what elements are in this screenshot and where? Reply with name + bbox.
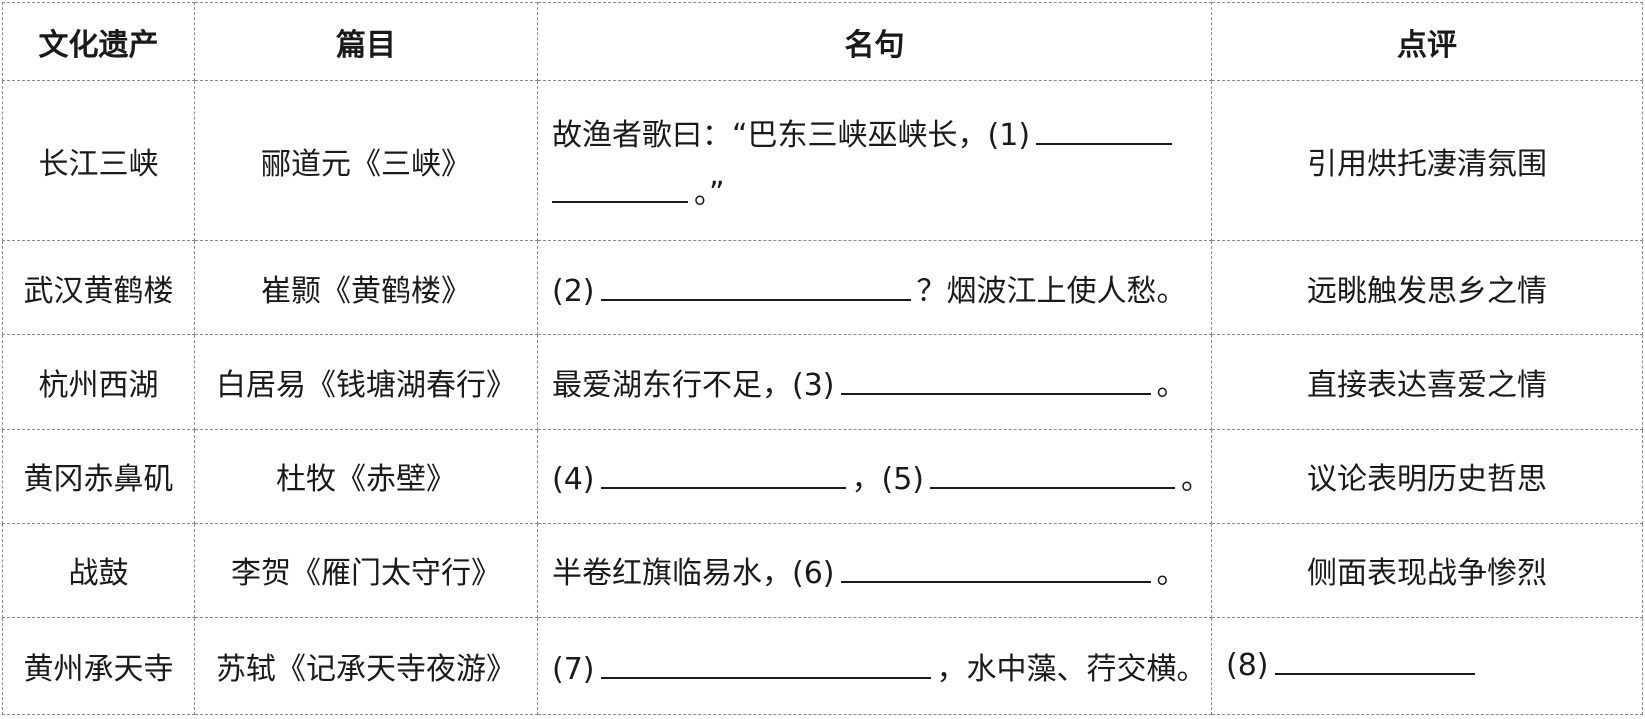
quote-text: 。 <box>1156 556 1187 592</box>
quote-text: (2) <box>552 273 595 309</box>
work-cell: 白居易《钱塘湖春行》 <box>194 334 538 430</box>
answer-blank[interactable] <box>600 298 911 301</box>
quote-cell: (2) ？烟波江上使人愁。 <box>537 240 1212 336</box>
header-heritage: 文化遗产 <box>2 1 195 82</box>
answer-blank[interactable] <box>930 486 1175 490</box>
quote-text: 。 <box>1181 462 1211 498</box>
table-row: 武汉黄鹤楼 崔颢《黄鹤楼》 (2) ？烟波江上使人愁。 远眺触发思乡之情 <box>2 240 1643 336</box>
answer-blank[interactable] <box>840 580 1151 584</box>
answer-blank[interactable] <box>600 486 846 490</box>
answer-blank[interactable] <box>840 392 1151 395</box>
comment-cell: 引用烘托凄清氛围 <box>1211 80 1643 242</box>
quote-text: 半卷红旗临易水，(6) <box>552 556 835 592</box>
table-row: 长江三峡 郦道元《三峡》 故渔者歌曰：“巴东三峡巫峡长，(1) 。” 引用烘托凄… <box>2 80 1643 242</box>
heritage-cell: 长江三峡 <box>2 80 195 242</box>
header-quote: 名句 <box>537 1 1212 82</box>
table-row: 黄冈赤鼻矶 杜牧《赤壁》 (4) ，(5) 。 议论表明历史哲思 <box>2 428 1643 524</box>
header-work: 篇目 <box>194 1 538 82</box>
heritage-cell: 战鼓 <box>2 522 195 618</box>
header-row: 文化遗产 篇目 名句 点评 <box>2 1 1643 82</box>
answer-blank[interactable] <box>552 200 688 203</box>
quote-text: (4) <box>552 462 595 498</box>
header-comment: 点评 <box>1211 1 1643 82</box>
heritage-cell: 武汉黄鹤楼 <box>2 240 195 336</box>
quote-text: (7) <box>552 651 595 687</box>
heritage-cell: 黄州承天寺 <box>2 616 195 716</box>
work-cell: 郦道元《三峡》 <box>194 80 538 242</box>
answer-blank[interactable] <box>600 676 931 679</box>
quote-text: 故渔者歌曰：“巴东三峡巫峡长，(1) <box>552 117 1031 153</box>
quote-cell: 最爱湖东行不足，(3) 。 <box>537 334 1212 430</box>
quote-text: 最爱湖东行不足，(3) <box>552 368 835 403</box>
quote-cell: 故渔者歌曰：“巴东三峡巫峡长，(1) 。” <box>537 80 1212 242</box>
table-row: 黄州承天寺 苏轼《记承天寺夜游》 (7) ，水中藻、荇交横。 (8) <box>2 616 1643 716</box>
comment-cell: 侧面表现战争惨烈 <box>1211 522 1643 618</box>
heritage-cell: 杭州西湖 <box>2 334 195 430</box>
table-row: 杭州西湖 白居易《钱塘湖春行》 最爱湖东行不足，(3) 。 直接表达喜爱之情 <box>2 334 1643 430</box>
table-row: 战鼓 李贺《雁门太守行》 半卷红旗临易水，(6) 。 侧面表现战争惨烈 <box>2 522 1643 618</box>
heritage-cell: 黄冈赤鼻矶 <box>2 428 195 524</box>
answer-blank[interactable] <box>1274 672 1475 676</box>
quote-text: ，(5) <box>851 462 925 498</box>
comment-cell: (8) <box>1211 616 1643 716</box>
comment-cell: 直接表达喜爱之情 <box>1211 334 1643 430</box>
work-cell: 李贺《雁门太守行》 <box>194 522 538 618</box>
quote-text: ？烟波江上使人愁。 <box>916 273 1187 309</box>
quote-text: 。 <box>1156 368 1187 403</box>
quote-cell: 半卷红旗临易水，(6) 。 <box>537 522 1212 618</box>
work-cell: 苏轼《记承天寺夜游》 <box>194 616 538 716</box>
quote-cell: (4) ，(5) 。 <box>537 428 1212 524</box>
quote-text: 。” <box>694 175 725 211</box>
quote-text: ，水中藻、荇交横。 <box>936 651 1207 687</box>
work-cell: 崔颢《黄鹤楼》 <box>194 240 538 336</box>
answer-blank[interactable] <box>1036 142 1173 145</box>
work-cell: 杜牧《赤壁》 <box>194 428 538 524</box>
comment-cell: 议论表明历史哲思 <box>1211 428 1643 524</box>
comment-cell: 远眺触发思乡之情 <box>1211 240 1643 336</box>
quote-cell: (7) ，水中藻、荇交横。 <box>537 616 1212 716</box>
comment-text: (8) <box>1226 648 1269 684</box>
